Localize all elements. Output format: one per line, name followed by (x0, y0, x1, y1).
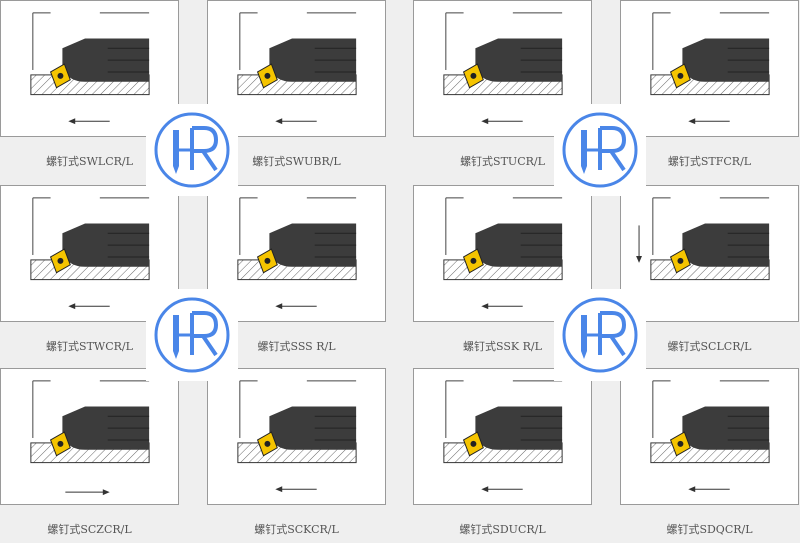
tool-diagram-card[interactable] (620, 0, 799, 137)
holder (62, 223, 150, 267)
tool-diagram-card[interactable] (620, 368, 799, 505)
tool-holder-diagram (650, 12, 770, 125)
tool-label: 螺钉式SSK R/L (463, 340, 542, 353)
tool-label: 螺钉式SCLCR/L (667, 340, 752, 353)
tool-label: 螺钉式SDUCR/L (459, 523, 546, 536)
holder (475, 406, 563, 450)
tool-label: 螺钉式SDQCR/L (666, 523, 753, 536)
tool-label: 螺钉式STWCR/L (46, 340, 133, 353)
tool-diagram-card[interactable] (413, 0, 592, 137)
tool-diagram-card[interactable] (0, 0, 179, 137)
holder (682, 38, 770, 82)
tool-diagram-card[interactable] (207, 0, 386, 137)
holder (62, 38, 150, 82)
tool-holder-diagram (237, 380, 357, 493)
holder (682, 223, 770, 267)
holder (475, 223, 563, 267)
tool-diagram-card[interactable] (207, 368, 386, 505)
tool-holder-diagram (443, 197, 563, 310)
holder (62, 406, 150, 450)
tool-holder-diagram (650, 380, 770, 493)
tool-diagram-card[interactable] (0, 368, 179, 505)
tool-label: 螺钉式SCZCR/L (47, 523, 132, 536)
tool-holder-diagram (636, 197, 770, 281)
holder (682, 406, 770, 450)
tool-holder-diagram (443, 380, 563, 493)
tool-label: 螺钉式STFCR/L (667, 155, 752, 168)
hr-logo (146, 104, 238, 196)
tool-label: 螺钉式STUCR/L (460, 155, 545, 168)
tool-diagram-card[interactable] (620, 185, 799, 322)
tool-holder-diagram (30, 197, 150, 310)
hr-logo (146, 289, 238, 381)
hr-logo (554, 104, 646, 196)
tool-holder-diagram (30, 12, 150, 125)
tool-label: 螺钉式SWUBR/L (252, 155, 341, 168)
holder (475, 38, 563, 82)
tool-label: 螺钉式SCKCR/L (254, 523, 339, 536)
tool-holder-diagram (237, 12, 357, 125)
tool-diagram-card[interactable] (413, 368, 592, 505)
tool-label: 螺钉式SSS R/L (257, 340, 336, 353)
tool-label: 螺钉式SWLCR/L (46, 155, 133, 168)
holder (269, 406, 357, 450)
tool-holder-diagram (443, 12, 563, 125)
holder (269, 38, 357, 82)
holder (269, 223, 357, 267)
tool-holder-diagram (30, 380, 150, 496)
hr-logo (554, 289, 646, 381)
tool-holder-diagram (237, 197, 357, 310)
